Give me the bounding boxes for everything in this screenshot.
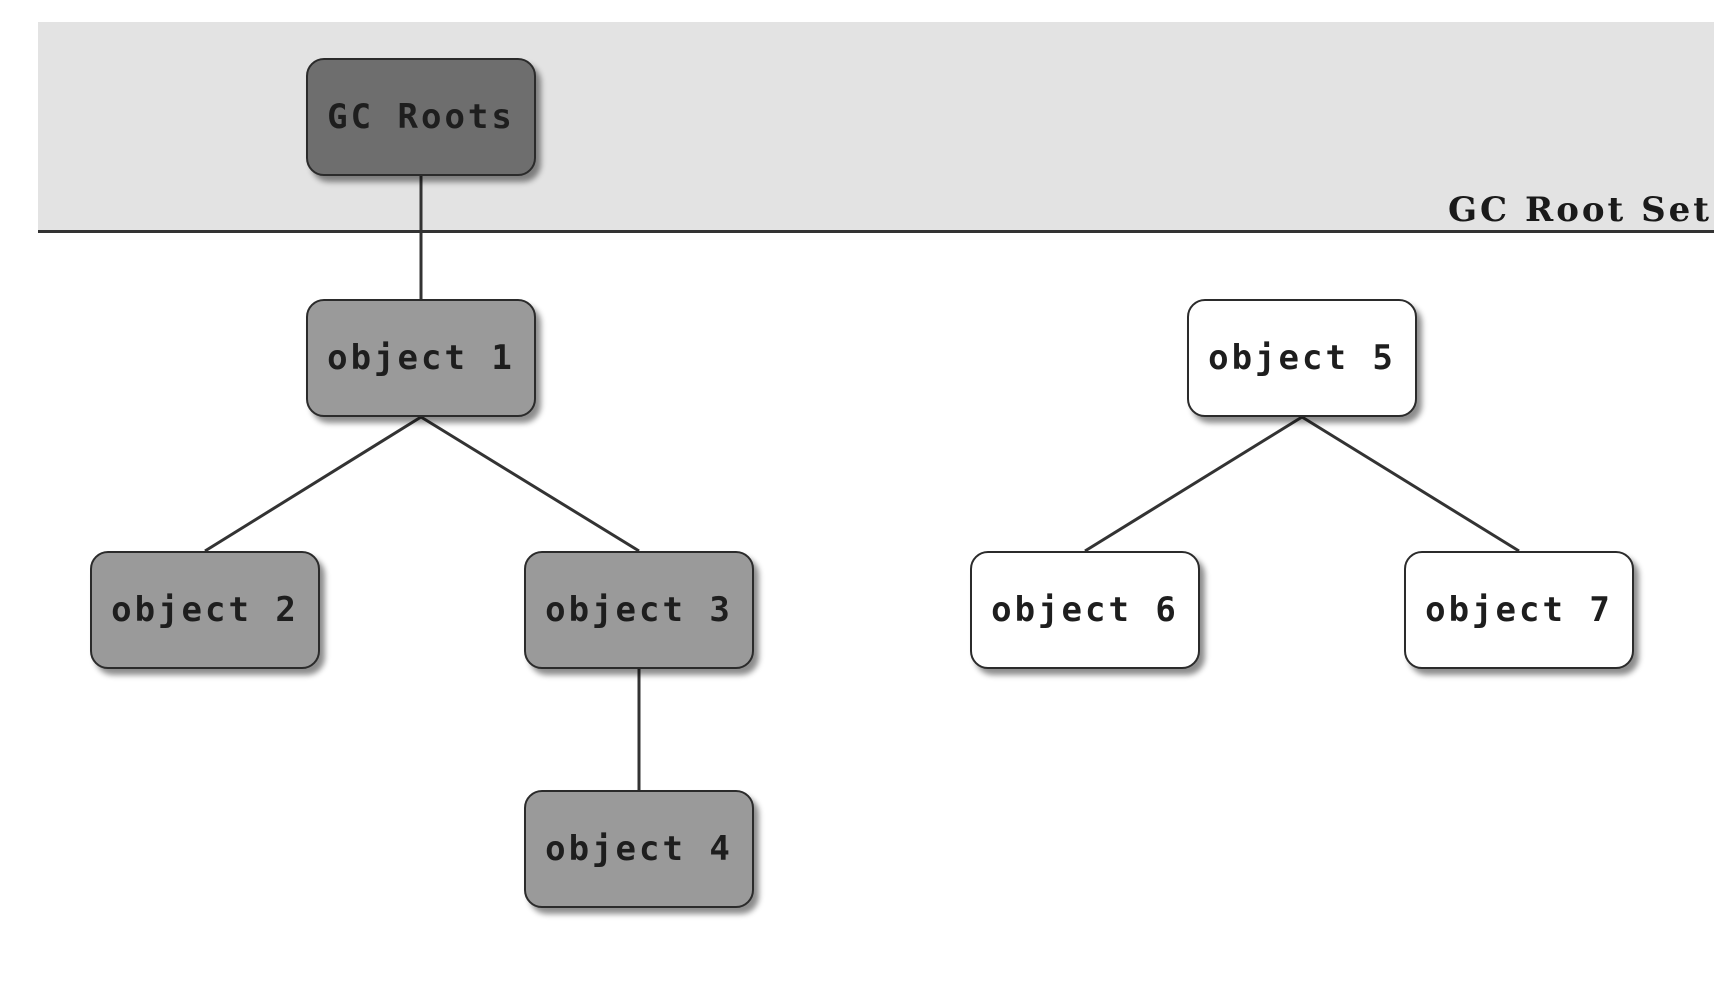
gc-roots-node: GC Roots bbox=[306, 58, 536, 176]
edge-object5-object7 bbox=[1301, 415, 1520, 553]
edge-object1-object2 bbox=[204, 415, 422, 553]
object-6-node: object 6 bbox=[970, 551, 1200, 669]
edge-object1-object3 bbox=[420, 415, 640, 553]
object-7-node: object 7 bbox=[1404, 551, 1634, 669]
object-1-node: object 1 bbox=[306, 299, 536, 417]
object-4-node: object 4 bbox=[524, 790, 754, 908]
edge-object5-object6 bbox=[1084, 415, 1303, 553]
object-3-node: object 3 bbox=[524, 551, 754, 669]
object-2-node: object 2 bbox=[90, 551, 320, 669]
gc-root-set-label: GC Root Set bbox=[1448, 190, 1712, 230]
object-5-node: object 5 bbox=[1187, 299, 1417, 417]
gc-root-set-boundary bbox=[38, 230, 1714, 233]
